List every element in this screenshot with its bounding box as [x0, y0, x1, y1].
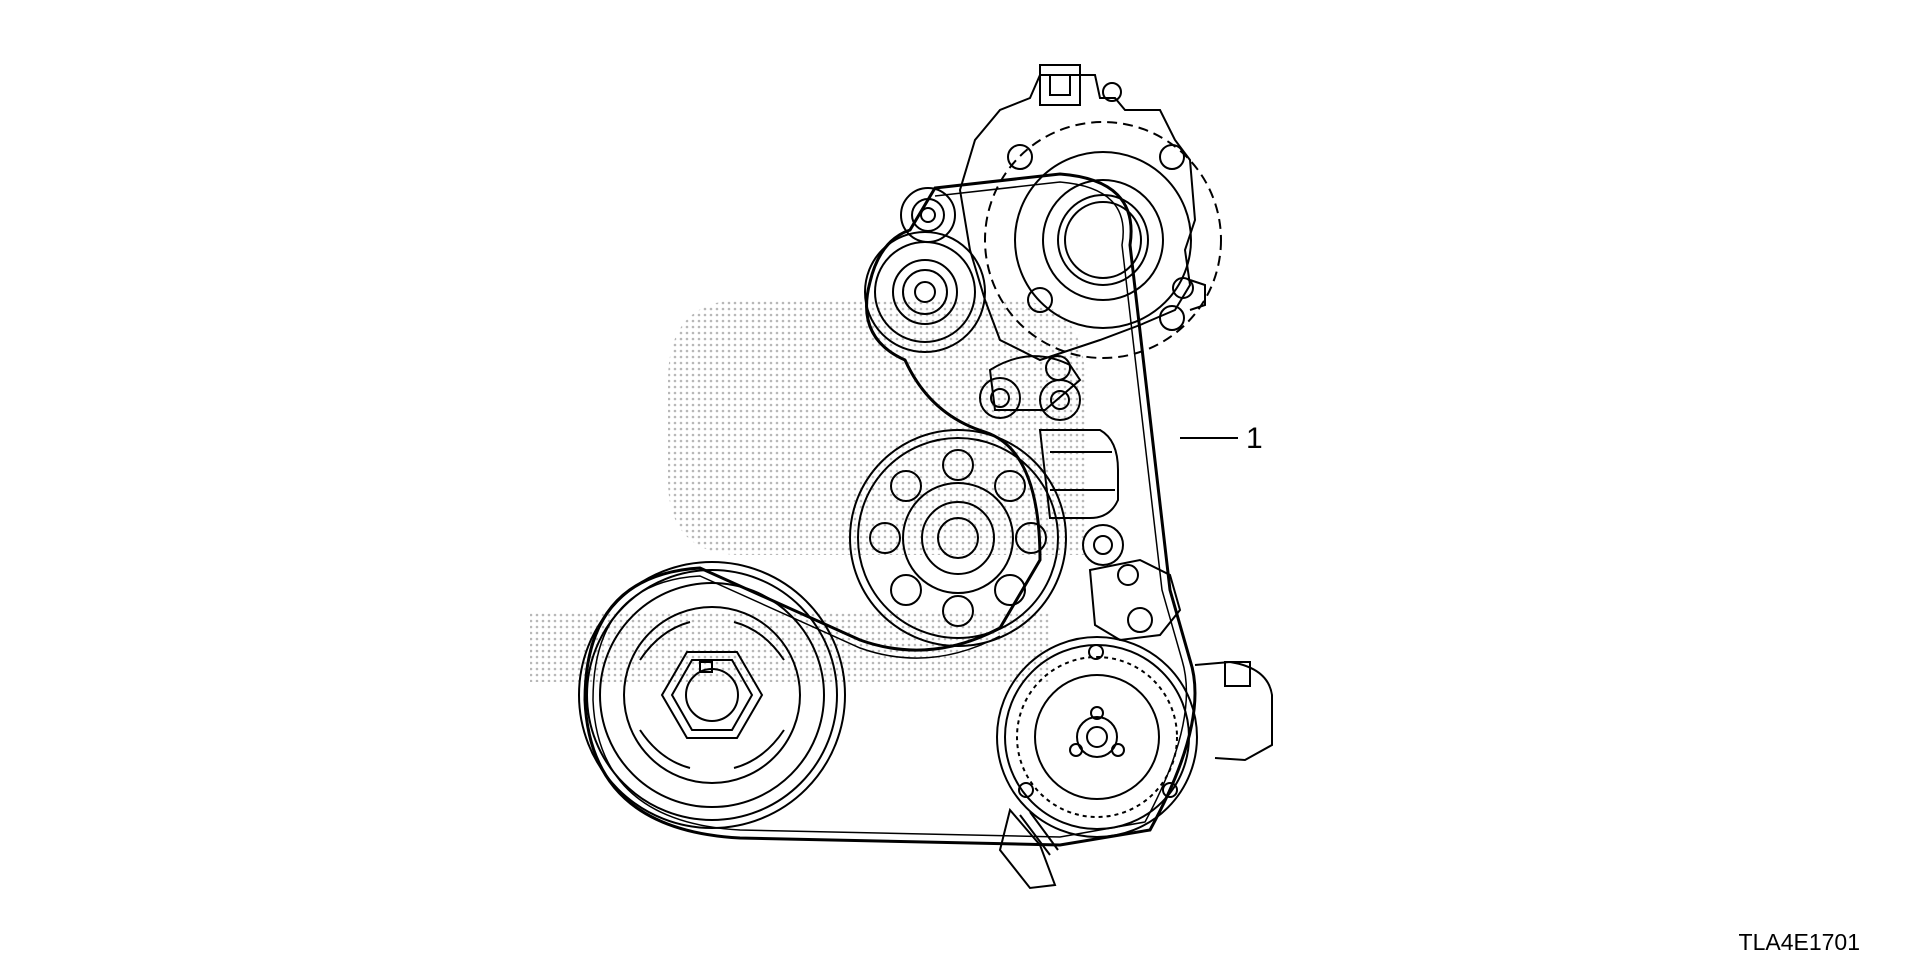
alternator	[958, 64, 1222, 362]
ac-compressor-pulley	[996, 636, 1273, 890]
crankshaft-pulley	[578, 561, 846, 829]
ac-fitting	[1088, 558, 1182, 642]
figure-code: TLA4E1701	[1739, 929, 1860, 955]
drive-belt	[583, 172, 1197, 847]
brand-watermark	[530, 300, 1085, 682]
tensioner-assembly	[979, 355, 1124, 566]
tensioner-pulley	[864, 231, 986, 353]
callout-number-1: 1	[1246, 422, 1263, 455]
water-pump-pulley	[849, 429, 1067, 647]
